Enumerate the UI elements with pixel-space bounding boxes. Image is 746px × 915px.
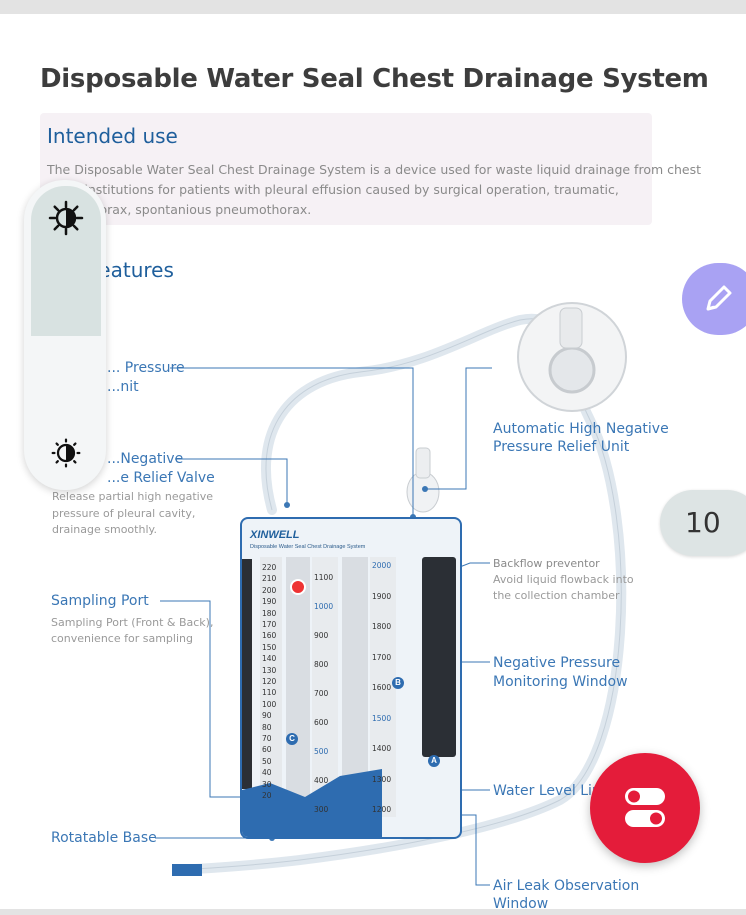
scale-tick-label: 1100: [314, 573, 334, 582]
page-indicator[interactable]: [660, 490, 746, 556]
scale-tick-label: 300: [314, 805, 329, 814]
chamber-badge-b: B: [392, 677, 404, 689]
scale-tick-label: 190: [262, 597, 277, 607]
scale-tick-label: 1400: [372, 744, 392, 753]
callout-sampling-port-desc: Sampling Port (Front & Back),: [51, 616, 214, 629]
scale-tick-label: 600: [314, 718, 329, 727]
scale-tick-label: 140: [262, 654, 277, 664]
scale-tick-label: 20: [262, 791, 272, 800]
sampling-port-red: [290, 579, 306, 595]
scale-tick-label: 110: [262, 688, 277, 698]
scale-tick-label: 50: [262, 756, 272, 766]
tube-connector: [172, 864, 202, 876]
bottom-bar: [0, 909, 746, 915]
scale-tick-label: 1700: [372, 652, 392, 662]
callout-monitoring-line2: Monitoring Window: [493, 674, 628, 690]
scale-tick-label: 210: [262, 574, 277, 584]
scale-tick-label: 150: [262, 642, 277, 652]
pencil-icon: [706, 285, 732, 311]
scale-tick-label: 200: [262, 585, 277, 595]
scale-tick-label: 700: [314, 689, 329, 698]
chamber-badge-c: C: [286, 733, 298, 745]
brightness-high-icon: [48, 200, 84, 242]
callout-pressure-unit-line1: ... Pressure: [107, 360, 185, 376]
scale-tick-label: 1300: [372, 774, 392, 784]
callout-air-leak-line2: Window: [493, 896, 549, 912]
page-number: 10: [685, 506, 721, 539]
intended-use-line: ...ical institutions for patients with p…: [47, 182, 619, 197]
edit-button[interactable]: [682, 263, 746, 335]
status-bar: [0, 0, 746, 14]
scale-column-mid: [312, 557, 338, 817]
scale-tick-label: 70: [262, 734, 272, 743]
device-brand: XINWELL: [250, 529, 300, 541]
scale-tick-label: 1200: [372, 805, 392, 814]
device-subtitle: Disposable Water Seal Chest Drainage Sys…: [250, 544, 366, 550]
intended-use-heading: Intended use: [47, 124, 178, 148]
callout-relief-valve-desc: Release partial high negative: [52, 490, 213, 503]
callout-rotatable-base: Rotatable Base: [51, 830, 157, 846]
scale-tick-label: 160: [262, 631, 277, 641]
scale-tick-label: 130: [262, 665, 277, 675]
scale-tick-label: 90: [262, 711, 272, 721]
scale-tick-label: 1900: [372, 591, 392, 601]
callout-backflow-title: Backflow preventor: [493, 557, 600, 570]
scale-tick-label: 40: [262, 768, 272, 778]
callout-pressure-unit-line2: ...nit: [107, 379, 139, 395]
callout-relief-valve-line1: ...Negative: [107, 451, 184, 467]
callout-air-leak-line1: Air Leak Observation: [493, 878, 640, 894]
callout-backflow-desc: the collection chamber: [493, 589, 620, 602]
callout-relief-valve-desc: drainage smoothly.: [52, 523, 157, 536]
scale-tick-label: 220: [262, 563, 277, 572]
drainage-device: XINWELL Disposable Water Seal Chest Drai…: [240, 517, 462, 839]
scale-tick-label: 1500: [372, 713, 392, 723]
toggle-fab-button[interactable]: [590, 753, 700, 863]
callout-sampling-port: Sampling Port: [51, 593, 149, 609]
toggle-switches-icon: [625, 788, 665, 827]
backflow-panel: [422, 557, 456, 757]
intended-use-text: The Disposable Water Seal Chest Drainage…: [47, 160, 702, 220]
scale-tick-label: 1800: [372, 622, 392, 631]
scale-tick-label: 400: [314, 776, 329, 785]
callout-relief-valve-desc: pressure of pleural cavity,: [52, 507, 196, 520]
intended-use-line: ...umothorax, spontanious pneumothorax.: [47, 202, 312, 217]
intended-use-line: The Disposable Water Seal Chest Drainage…: [47, 162, 702, 177]
callout-auto-relief-line2: Pressure Relief Unit: [493, 439, 630, 455]
scale-tick-label: 60: [262, 745, 272, 755]
scale-tick-label: 120: [262, 677, 277, 686]
intended-use-box: [40, 113, 652, 225]
scale-tick-label: 500: [314, 747, 329, 756]
scale-tick-label: 100: [262, 699, 277, 709]
scale-tick-label: 180: [262, 608, 277, 618]
scale-tick-label: 1000: [314, 602, 334, 611]
callout-water-level: Water Level Lin...: [493, 783, 615, 799]
page-title: Disposable Water Seal Chest Drainage Sys…: [40, 64, 709, 94]
callout-monitoring-line1: Negative Pressure: [493, 655, 621, 671]
scale-tick-label: 30: [262, 779, 272, 789]
scale-tick-label: 170: [262, 620, 277, 629]
chamber-c: [286, 557, 310, 817]
brightness-low-icon: [50, 437, 82, 475]
scale-tick-label: 900: [314, 631, 329, 640]
scale-tick-label: 800: [314, 660, 329, 669]
callout-relief-valve-line2: ...e Relief Valve: [107, 470, 215, 486]
scale-tick-label: 2000: [372, 561, 392, 570]
scale-tick-label: 1600: [372, 683, 392, 692]
callout-backflow-desc: Avoid liquid flowback into: [493, 573, 634, 586]
scale-column-left: [260, 557, 282, 807]
scale-tick-label: 80: [262, 722, 272, 732]
left-chamber-strip: [242, 559, 252, 789]
callout-sampling-port-desc: convenience for sampling: [51, 632, 193, 645]
chamber-badge-a: A: [428, 755, 440, 767]
callout-auto-relief-line1: Automatic High Negative: [493, 421, 669, 437]
